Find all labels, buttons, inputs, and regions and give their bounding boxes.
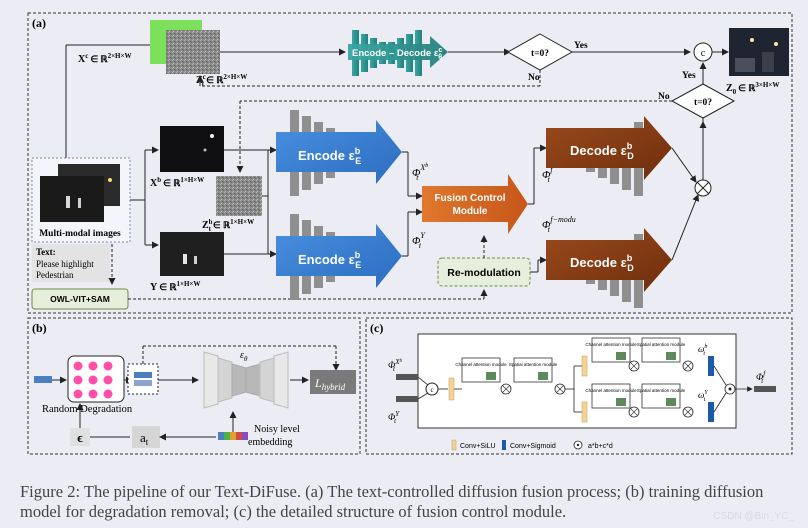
- decision-mid-label: t=0?: [694, 98, 712, 108]
- owl-sam-label: OWL-VIT+SAM: [50, 294, 110, 304]
- decision-top-label: t=0?: [531, 49, 549, 59]
- loss-label: Lhybrid: [314, 376, 346, 392]
- panel-a-label: (a): [32, 16, 46, 30]
- decoder-top-arrow: [546, 116, 672, 180]
- encoder-b-arrow: [276, 120, 402, 184]
- panel-c-frame: [365, 317, 793, 455]
- concat-box-b: [127, 363, 159, 395]
- fcm-label-2: Module: [453, 206, 488, 217]
- multimodal-label: Multi-modal images: [39, 229, 121, 239]
- text-prompt-box: [32, 244, 110, 282]
- channel-att-2-label: Channel attention module: [585, 342, 637, 347]
- spatial-att-1-label: Spatial attention module: [509, 362, 558, 367]
- fcm-label-1: Fusion Control: [434, 193, 505, 204]
- noisy-label-1: Noisy level: [254, 424, 300, 435]
- no-mid: No: [658, 92, 670, 102]
- yes-mid: Yes: [682, 71, 696, 81]
- multimodal-img-front: [40, 176, 104, 222]
- random-degradation-label: Random Degradation: [42, 404, 133, 415]
- text-line2: Pedestrian: [36, 270, 74, 280]
- panel-b-label: (b): [32, 321, 47, 335]
- panel-b-frame: [27, 317, 361, 455]
- spatial-att-3-label: Spatial attention module: [637, 388, 686, 393]
- noisy-embedding-bar: [218, 432, 248, 440]
- y-label: Y∈ ℝ1×H×W: [150, 280, 200, 293]
- watermark: CSDN @Bin_YC_: [713, 511, 794, 522]
- spatial-att-2-label: Spatial attention module: [637, 342, 686, 347]
- concat-label: c: [701, 48, 706, 59]
- panel-a-frame: [27, 12, 793, 314]
- channel-att-1-label: Channel attention module: [455, 362, 507, 367]
- epsilon-box: [70, 428, 90, 446]
- spatial-att-2: [641, 337, 681, 363]
- xb-label: Xb∈ ℝ1×H×W: [150, 176, 204, 189]
- enc-dec-arrow: [348, 36, 448, 68]
- figure-caption: Figure 2: The pipeline of our Text-DiFus…: [20, 482, 764, 521]
- panel-c-label: (c): [370, 321, 383, 335]
- eps-theta-label: εθ: [240, 350, 248, 363]
- xc-label: Xc∈ ℝ2×H×W: [78, 52, 132, 65]
- channel-att-3-label: Channel attention module: [585, 388, 637, 393]
- degradation-dots: [73, 361, 113, 399]
- epsilon-label: ϵ: [77, 430, 83, 445]
- ztb-noise-image: [216, 176, 262, 216]
- y-image: [160, 232, 224, 276]
- unet-funnel: [203, 351, 289, 409]
- legend-conv-sigmoid: Conv+Sigmoid: [510, 443, 556, 450]
- at-box: [132, 426, 160, 448]
- text-header: Text:: [36, 247, 56, 257]
- encoder-y-arrow: [276, 224, 402, 288]
- svg-text:c: c: [430, 386, 433, 394]
- zt-noise-image: [166, 30, 220, 74]
- no-top: No: [528, 73, 540, 83]
- fcm-arrow: [422, 174, 528, 234]
- yes-top: Yes: [574, 41, 588, 51]
- xb-image: [160, 126, 224, 172]
- loss-box: [310, 370, 356, 394]
- text-line1: Please highlight: [36, 259, 94, 269]
- z0-label: Z0∈ ℝ3×H×W: [726, 81, 779, 96]
- legend-conv-silu: Conv+SiLU: [460, 443, 496, 450]
- noisy-label-2: embedding: [248, 437, 292, 448]
- at-label: at: [140, 430, 149, 447]
- remod-label: Re-modulation: [447, 267, 521, 279]
- decoder-bot-arrow: [546, 228, 672, 292]
- legend-concat: a*b+c*d: [588, 443, 613, 450]
